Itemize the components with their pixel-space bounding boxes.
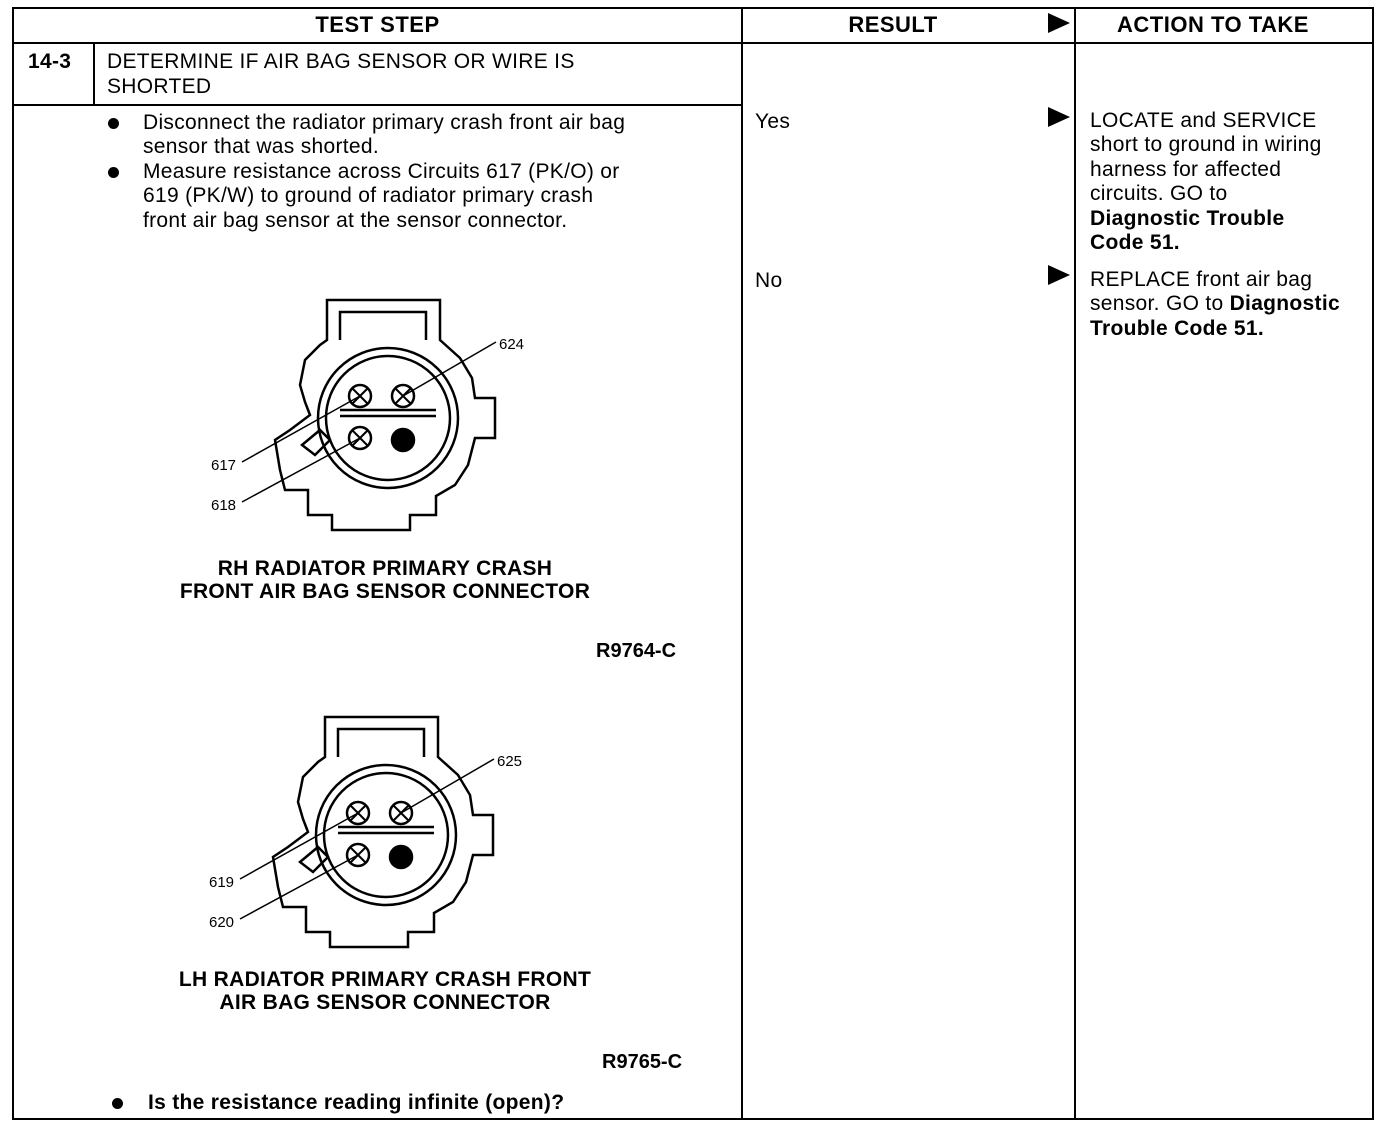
- header-action: ACTION TO TAKE: [1117, 12, 1309, 37]
- column-divider-result: [741, 7, 743, 1120]
- pin-label-618: 618: [211, 497, 236, 514]
- action-yes-line5: Diagnostic Trouble: [1090, 207, 1285, 230]
- lh-caption-line1: LH RADIATOR PRIMARY CRASH FRONT: [178, 968, 592, 991]
- pin-label-620: 620: [209, 914, 234, 931]
- step-title-line1: DETERMINE IF AIR BAG SENSOR OR WIRE IS: [107, 50, 575, 73]
- result-no: No: [755, 269, 783, 292]
- bullet-icon: [108, 167, 119, 178]
- action-yes-line2: short to ground in wiring: [1090, 133, 1322, 156]
- action-yes-line1: LOCATE and SERVICE: [1090, 109, 1317, 132]
- result-no-arrow-icon: [1048, 265, 1070, 285]
- rh-caption-line1: RH RADIATOR PRIMARY CRASH: [217, 557, 553, 580]
- action-no-line3: Trouble Code 51.: [1090, 317, 1264, 340]
- instruction-1-line1: Disconnect the radiator primary crash fr…: [143, 111, 626, 134]
- connector-housing-tab: [336, 727, 426, 757]
- connector-housing-outer: [271, 715, 495, 949]
- connector-housing-outer: [273, 298, 497, 532]
- pin-label-617: 617: [211, 457, 236, 474]
- action-yes-line6: Code 51.: [1090, 231, 1180, 254]
- column-divider-action: [1074, 7, 1076, 1120]
- action-no-line2-plain: sensor. GO to: [1090, 292, 1230, 315]
- step-number: 14-3: [28, 50, 72, 73]
- connector-housing-tab: [338, 310, 428, 340]
- question-text: Is the resistance reading infinite (open…: [148, 1091, 565, 1114]
- lh-caption-line2: AIR BAG SENSOR CONNECTOR: [219, 991, 551, 1014]
- bullet-icon: [112, 1098, 123, 1109]
- pin-label-624: 624: [499, 336, 524, 353]
- instruction-2-line3: front air bag sensor at the sensor conne…: [143, 209, 568, 232]
- result-yes: Yes: [755, 110, 791, 133]
- table-right-border: [1372, 7, 1374, 1120]
- step-title-bottom-border: [12, 104, 743, 106]
- table-left-border: [12, 7, 14, 1120]
- action-no-line1: REPLACE front air bag: [1090, 268, 1313, 291]
- header-test-step: TEST STEP: [315, 12, 440, 37]
- step-title-line2: SHORTED: [107, 75, 212, 98]
- ground-pin-icon: [390, 427, 416, 453]
- rh-connector-diagram: 624 617 618: [211, 298, 524, 532]
- action-yes-line4: circuits. GO to: [1090, 182, 1228, 205]
- action-no-line2: sensor. GO to Diagnostic: [1090, 292, 1340, 317]
- action-yes-line3: harness for affected: [1090, 158, 1282, 181]
- lh-figure-code: R9765-C: [602, 1051, 683, 1073]
- pin-label-625: 625: [497, 753, 522, 770]
- table-top-border: [12, 7, 1374, 9]
- pin-label-619: 619: [209, 874, 234, 891]
- header-arrow-icon: [1048, 13, 1070, 33]
- bullet-icon: [108, 118, 119, 129]
- header-result: RESULT: [848, 12, 938, 37]
- instruction-2-line1: Measure resistance across Circuits 617 (…: [143, 160, 620, 183]
- table-bottom-border: [12, 1118, 1374, 1120]
- ground-pin-icon: [388, 844, 414, 870]
- instruction-1-line2: sensor that was shorted.: [143, 135, 379, 158]
- instruction-2-line2: 619 (PK/W) to ground of radiator primary…: [143, 184, 594, 207]
- action-no-line2-bold: Diagnostic: [1229, 292, 1340, 315]
- lh-connector-diagram: 625 619 620: [209, 715, 522, 949]
- rh-caption-line2: FRONT AIR BAG SENSOR CONNECTOR: [179, 580, 591, 603]
- rh-figure-code: R9764-C: [596, 640, 677, 662]
- step-number-divider: [93, 42, 95, 106]
- header-bottom-border: [12, 42, 1374, 44]
- result-yes-arrow-icon: [1048, 107, 1070, 127]
